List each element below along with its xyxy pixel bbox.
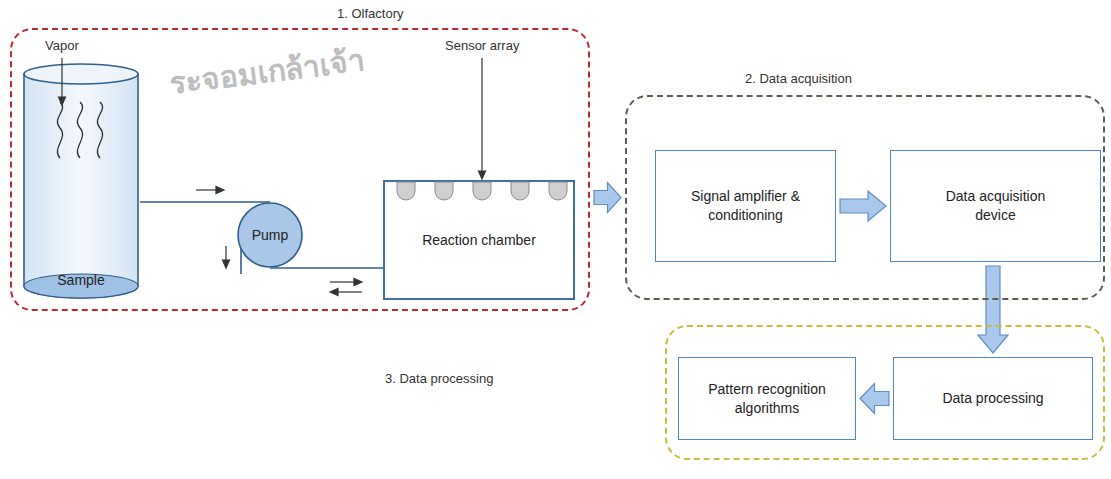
process-box: Signal amplifier & conditioning <box>655 150 836 262</box>
node-text: Pattern recognition algorithms <box>693 380 841 418</box>
node-text: Reaction chamber <box>422 231 536 250</box>
vapor-wave <box>77 102 82 158</box>
stage-group: Signal amplifier & conditioning Data acqu… <box>625 95 1105 300</box>
flow-arrow <box>330 281 356 282</box>
pump-circle: Pump <box>237 202 303 268</box>
watermark: ระจอมเกล้าเจ้า <box>167 36 367 107</box>
arrow-head <box>479 171 486 179</box>
sensor <box>511 182 529 200</box>
arrow-head <box>223 260 230 268</box>
group-heading: 2. Data acquisition <box>745 71 852 86</box>
group-heading: 1. Olfactory <box>337 6 403 21</box>
node-text: Data processing <box>942 389 1043 408</box>
sensor <box>549 182 567 200</box>
sensor <box>397 182 415 200</box>
vapor-wave <box>57 102 62 158</box>
node-text: Data acquisition device <box>925 187 1066 225</box>
process-box: Data processing <box>893 357 1093 440</box>
process-box: Pattern recognition algorithms <box>678 357 856 440</box>
flow-arrow <box>196 189 218 190</box>
arrow-head <box>330 289 338 296</box>
tube-line <box>140 201 270 203</box>
node-text: Signal amplifier & conditioning <box>668 187 823 225</box>
flow-direction-arrows <box>196 187 362 296</box>
block-arrow <box>840 191 886 221</box>
arrow-head <box>354 279 362 286</box>
group-heading: 3. Data processing <box>385 371 493 386</box>
flow-arrow <box>336 291 362 292</box>
block-arrow <box>978 266 1008 353</box>
sample-beaker: Sample <box>22 62 140 300</box>
beaker-rim <box>24 64 138 84</box>
leader-line <box>61 58 62 98</box>
node-text: Pump <box>252 226 289 245</box>
beaker-body <box>24 74 138 298</box>
part-label: Sensor array <box>445 38 519 53</box>
tube-line <box>270 267 383 269</box>
arrow-head <box>59 97 66 105</box>
part-label: Vapor <box>45 38 79 53</box>
pump-circle <box>238 203 302 267</box>
vapor-wave <box>97 102 102 158</box>
sensor <box>435 182 453 200</box>
leader-line <box>481 58 482 172</box>
reaction-chamber: Reaction chamber <box>383 180 575 300</box>
stage-group: Pattern recognition algorithms Data proce… <box>665 325 1105 460</box>
beaker-outline <box>22 62 140 300</box>
arrow-head <box>216 187 224 194</box>
node-text: Sample <box>57 271 104 290</box>
block-arrow <box>860 384 889 414</box>
sensor <box>473 182 491 200</box>
block-arrow <box>594 183 621 213</box>
process-box: Data acquisition device <box>890 150 1101 262</box>
